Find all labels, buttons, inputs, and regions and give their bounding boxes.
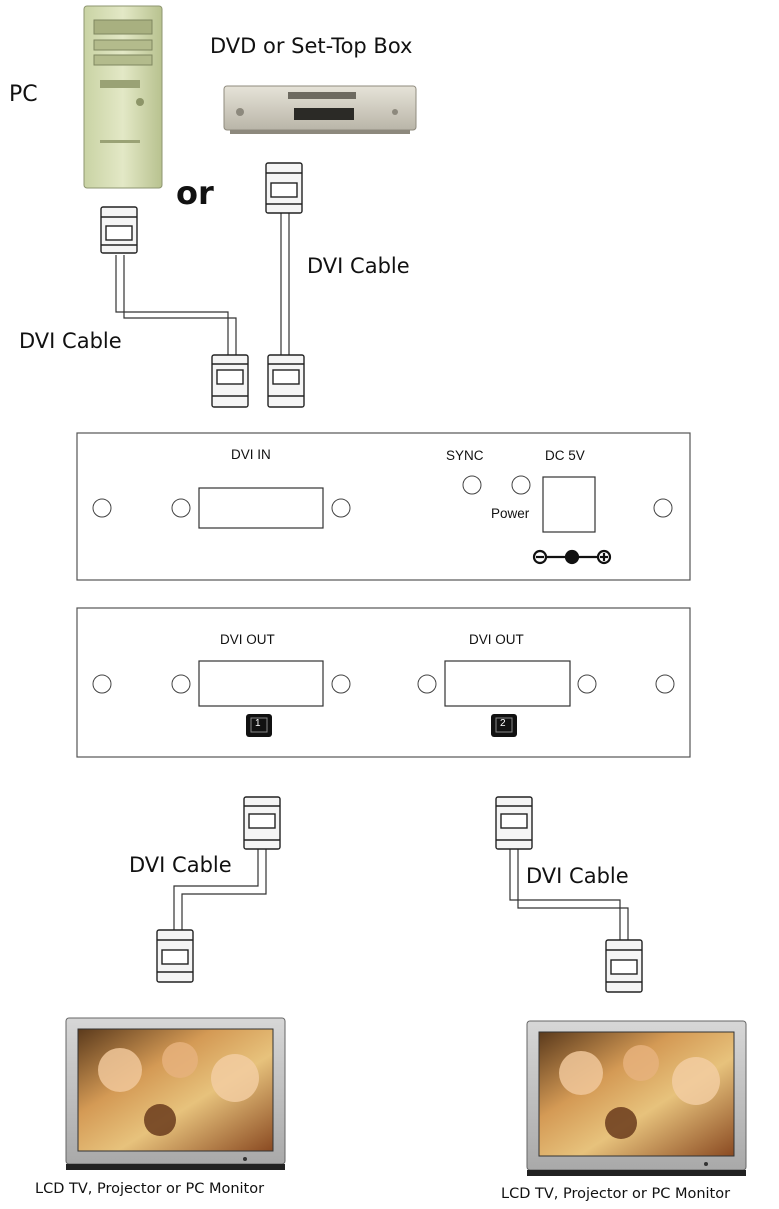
pc-label: PC xyxy=(9,82,38,107)
dvi-connector-icon xyxy=(495,796,533,850)
dvi-out-port-2 xyxy=(444,660,571,707)
dvd-player-icon xyxy=(223,85,417,134)
dvi-out-2-label: DVI OUT xyxy=(469,632,524,647)
dvi-connector-icon xyxy=(100,206,138,254)
port-badge-1-label: 1 xyxy=(255,718,261,729)
dvi-connector-icon xyxy=(156,929,194,983)
dvd-label: DVD or Set-Top Box xyxy=(210,34,413,58)
cable-pc-to-switch xyxy=(115,255,237,356)
output-panel xyxy=(76,607,691,758)
display-right-caption: LCD TV, Projector or PC Monitor xyxy=(501,1186,731,1202)
power-led xyxy=(511,475,531,495)
port-badge-2-label: 2 xyxy=(500,718,506,729)
dc-jack xyxy=(542,476,596,533)
cable-out2-to-display xyxy=(509,848,629,940)
sync-label: SYNC xyxy=(446,448,484,463)
cable-dvd-to-switch xyxy=(280,212,290,356)
power-label: Power xyxy=(491,506,530,521)
display-left-caption: LCD TV, Projector or PC Monitor xyxy=(35,1181,265,1197)
dvi-connector-icon xyxy=(243,796,281,850)
dvi-connector-icon xyxy=(267,354,305,408)
cable-label-bottom-left: DVI Cable xyxy=(129,853,232,877)
dc-label: DC 5V xyxy=(545,448,585,463)
polarity-icon xyxy=(532,549,612,565)
dvi-connector-icon xyxy=(265,162,303,214)
display-left-icon xyxy=(65,1017,286,1170)
display-right-icon xyxy=(526,1020,747,1176)
cable-label-bottom-right: DVI Cable xyxy=(526,864,629,888)
pc-tower-icon xyxy=(83,5,163,189)
or-label: or xyxy=(176,174,214,212)
sync-led xyxy=(462,475,482,495)
dvi-out-1-label: DVI OUT xyxy=(220,632,275,647)
dvi-in-port xyxy=(198,487,324,529)
dvi-out-port-1 xyxy=(198,660,324,707)
input-panel xyxy=(76,432,691,581)
port-badge-1 xyxy=(246,714,272,737)
port-badge-2 xyxy=(491,714,517,737)
dvi-connector-icon xyxy=(605,939,643,993)
cable-label-top-left: DVI Cable xyxy=(19,329,122,353)
cable-out1-to-display xyxy=(173,848,267,930)
dvi-connector-icon xyxy=(211,354,249,408)
dvi-in-label: DVI IN xyxy=(231,447,271,462)
cable-label-top-right: DVI Cable xyxy=(307,254,410,278)
